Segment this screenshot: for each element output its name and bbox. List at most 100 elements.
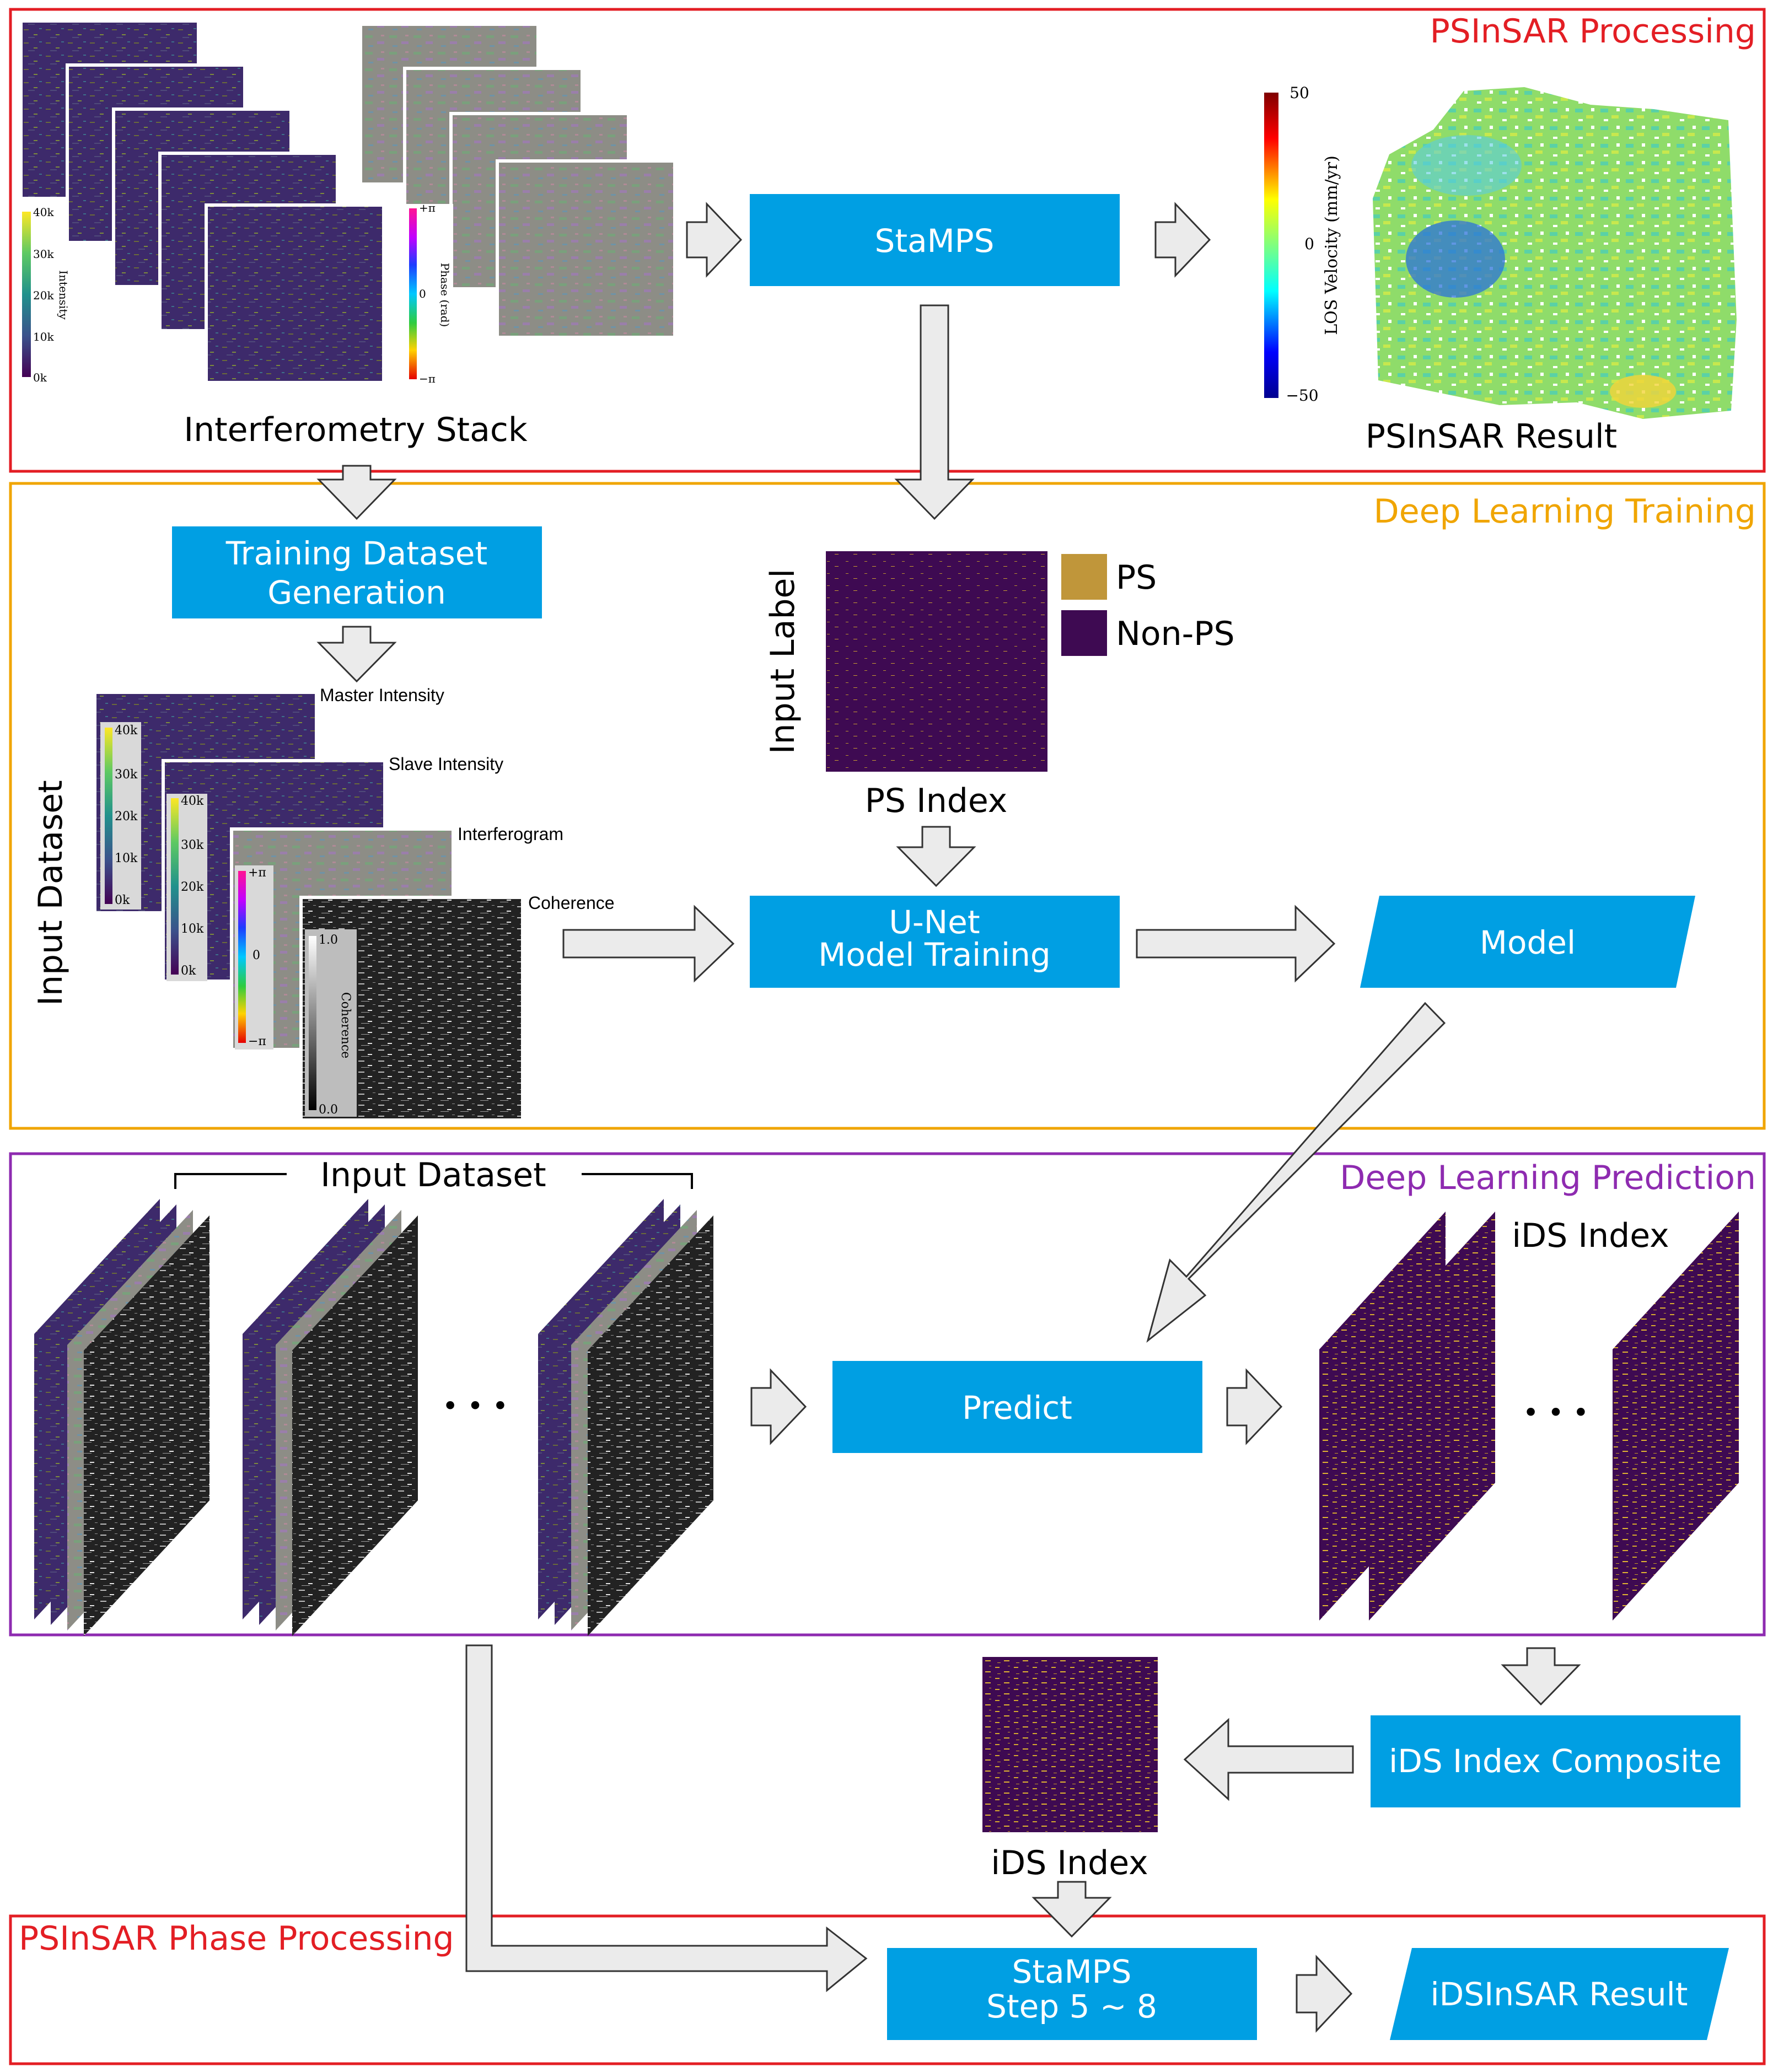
arrow-dataset-to-unet bbox=[562, 905, 735, 983]
legend-nonps-label: Non-PS bbox=[1116, 615, 1235, 653]
intensity-image-stack: 40k 30k 20k 10k 0k Intensity bbox=[14, 19, 385, 386]
output-ellipsis: • • • bbox=[1523, 1397, 1589, 1429]
slave-intensity-tick-10k: 10k bbox=[181, 922, 204, 936]
arrow-stamps-to-result bbox=[1154, 202, 1211, 278]
interferogram-label: Interferogram bbox=[458, 824, 563, 844]
phase-image-stack: +π 0 −π Phase (rad) bbox=[359, 23, 676, 385]
arrow-ids-to-composite bbox=[1501, 1647, 1581, 1706]
phase-mid-tick: 0 bbox=[419, 287, 426, 300]
training-intensity-tick-40k: 40k bbox=[115, 724, 138, 738]
slave-intensity-label: Slave Intensity bbox=[389, 754, 503, 774]
section-dl-prediction: Deep Learning Prediction bbox=[9, 1152, 1766, 1637]
slave-intensity-tick-40k: 40k bbox=[181, 794, 204, 808]
coherence-bottom-tick: 0.0 bbox=[319, 1103, 338, 1117]
intensity-tick-40k: 40k bbox=[33, 206, 54, 219]
intensity-tick-30k: 30k bbox=[33, 247, 54, 261]
intensity-tick-0k: 0k bbox=[33, 371, 47, 384]
arrow-stamps-to-ps-index bbox=[894, 304, 975, 520]
predict-process[interactable]: Predict bbox=[832, 1361, 1202, 1453]
coherence-top-tick: 1.0 bbox=[319, 933, 338, 947]
training-phase-bottom: −π bbox=[248, 1035, 266, 1048]
stamps-step-line2: Step 5 ~ 8 bbox=[986, 1988, 1157, 2025]
legend: PS Non-PS bbox=[1061, 554, 1235, 656]
velocity-colorbar bbox=[1264, 93, 1278, 398]
training-gen-line1: Training Dataset bbox=[225, 535, 487, 572]
training-phase-mid: 0 bbox=[252, 949, 260, 962]
ids-index-stack bbox=[1319, 1212, 1739, 1621]
training-intensity-tick-20k: 20k bbox=[115, 810, 138, 824]
arrow-ids-index-to-stamps-step bbox=[1031, 1881, 1112, 1938]
arrow-composite-to-ids-index bbox=[1183, 1718, 1354, 1801]
idsinsar-result-label: iDSInSAR Result bbox=[1431, 1976, 1688, 2013]
training-intensity-tick-10k: 10k bbox=[115, 852, 138, 865]
psinsar-result-label: PSInSAR Result bbox=[1366, 417, 1617, 456]
ps-index-label: PS Index bbox=[865, 782, 1008, 820]
model-label: Model bbox=[1480, 924, 1576, 961]
stamps-step-line1: StaMPS bbox=[1012, 1953, 1132, 1990]
phase-colorbar bbox=[409, 208, 417, 379]
section-phase-processing: PSInSAR Phase Processing bbox=[9, 1914, 1766, 2065]
stamps-step-process[interactable]: StaMPS Step 5 ~ 8 bbox=[887, 1948, 1257, 2040]
arrow-model-to-predict bbox=[1146, 1002, 1446, 1343]
phase-top-tick: +π bbox=[419, 201, 436, 214]
arrow-dataset-to-stamps-step bbox=[465, 1644, 868, 1993]
intensity-tick-10k: 10k bbox=[33, 330, 54, 343]
section-title-psinsar-processing: PSInSAR Processing bbox=[1430, 12, 1756, 51]
interferometry-stack-label: Interferometry Stack bbox=[184, 411, 527, 449]
input-dataset-top-label: Input Dataset bbox=[320, 1156, 546, 1194]
legend-ps-label: PS bbox=[1116, 558, 1157, 597]
velocity-colorbar-label: LOS Velocity (mm/yr) bbox=[1322, 155, 1341, 335]
intensity-colorbar-label: Intensity bbox=[57, 270, 70, 320]
coherence-colorbar-label: Coherence bbox=[339, 992, 352, 1058]
stamps-label: StaMPS bbox=[875, 222, 995, 260]
section-title-dl-prediction: Deep Learning Prediction bbox=[1340, 1159, 1756, 1197]
slave-intensity-tick-0k: 0k bbox=[181, 964, 196, 978]
idsinsar-result-output[interactable]: iDSInSAR Result bbox=[1390, 1948, 1729, 2040]
unet-training-process[interactable]: U-Net Model Training bbox=[750, 896, 1120, 988]
arrow-ps-index-to-unet bbox=[896, 826, 976, 887]
model-output[interactable]: Model bbox=[1360, 896, 1695, 988]
unet-line1: U-Net bbox=[889, 903, 980, 941]
velocity-bottom-tick: −50 bbox=[1286, 386, 1318, 405]
arrow-stack-to-training-gen bbox=[316, 465, 397, 520]
arrow-inputs-to-predict bbox=[750, 1368, 807, 1445]
master-intensity-label: Master Intensity bbox=[320, 685, 444, 705]
section-title-phase-processing: PSInSAR Phase Processing bbox=[19, 1919, 454, 1958]
arrow-predict-to-ids bbox=[1226, 1368, 1283, 1445]
slave-intensity-tick-30k: 30k bbox=[181, 838, 204, 852]
coherence-label: Coherence bbox=[528, 893, 615, 913]
velocity-mid-tick: 0 bbox=[1304, 235, 1314, 253]
intensity-tick-20k: 20k bbox=[33, 289, 54, 302]
intensity-colorbar bbox=[22, 212, 31, 377]
velocity-top-tick: 50 bbox=[1290, 84, 1309, 102]
phase-bottom-tick: −π bbox=[419, 372, 436, 385]
arrow-unet-to-model bbox=[1136, 905, 1336, 983]
unet-line2: Model Training bbox=[818, 936, 1050, 973]
legend-nonps-swatch bbox=[1061, 610, 1107, 656]
section-dl-training: Deep Learning Training bbox=[9, 482, 1766, 1130]
ids-index-composite-process[interactable]: iDS Index Composite bbox=[1371, 1715, 1740, 1807]
training-gen-line2: Generation bbox=[267, 574, 446, 611]
ps-index-map bbox=[826, 551, 1047, 772]
psinsar-result-map: 50 0 −50 LOS Velocity (mm/yr) bbox=[1264, 84, 1737, 419]
section-psinsar-processing: PSInSAR Processing bbox=[9, 8, 1766, 473]
prediction-input-group-2 bbox=[243, 1199, 418, 1636]
prediction-input-group-1 bbox=[34, 1199, 209, 1636]
input-ellipsis: • • • bbox=[442, 1390, 508, 1422]
ids-index-top-label: iDS Index bbox=[1512, 1217, 1669, 1255]
slave-intensity-tick-20k: 20k bbox=[181, 880, 204, 894]
arrow-training-gen-to-dataset bbox=[316, 626, 397, 683]
ids-index-composite-map bbox=[982, 1657, 1158, 1832]
input-dataset-vertical-label: Input Dataset bbox=[31, 780, 70, 1005]
training-dataset-generation-process[interactable]: Training Dataset Generation bbox=[172, 526, 542, 618]
input-dataset-bracket: Input Dataset bbox=[174, 1156, 693, 1194]
ids-index-bottom-label: iDS Index bbox=[991, 1844, 1148, 1882]
arrow-stack-to-stamps bbox=[686, 202, 743, 278]
input-label-vertical: Input Label bbox=[764, 569, 802, 754]
legend-ps-swatch bbox=[1061, 554, 1107, 600]
training-intensity-tick-30k: 30k bbox=[115, 768, 138, 782]
training-intensity-tick-0k: 0k bbox=[115, 894, 130, 907]
stamps-process[interactable]: StaMPS bbox=[750, 194, 1120, 286]
input-dataset-stack: 40k 30k 20k 10k 0k Master Intensity 40k … bbox=[93, 685, 615, 1122]
arrow-stamps-step-to-result bbox=[1296, 1955, 1353, 2033]
